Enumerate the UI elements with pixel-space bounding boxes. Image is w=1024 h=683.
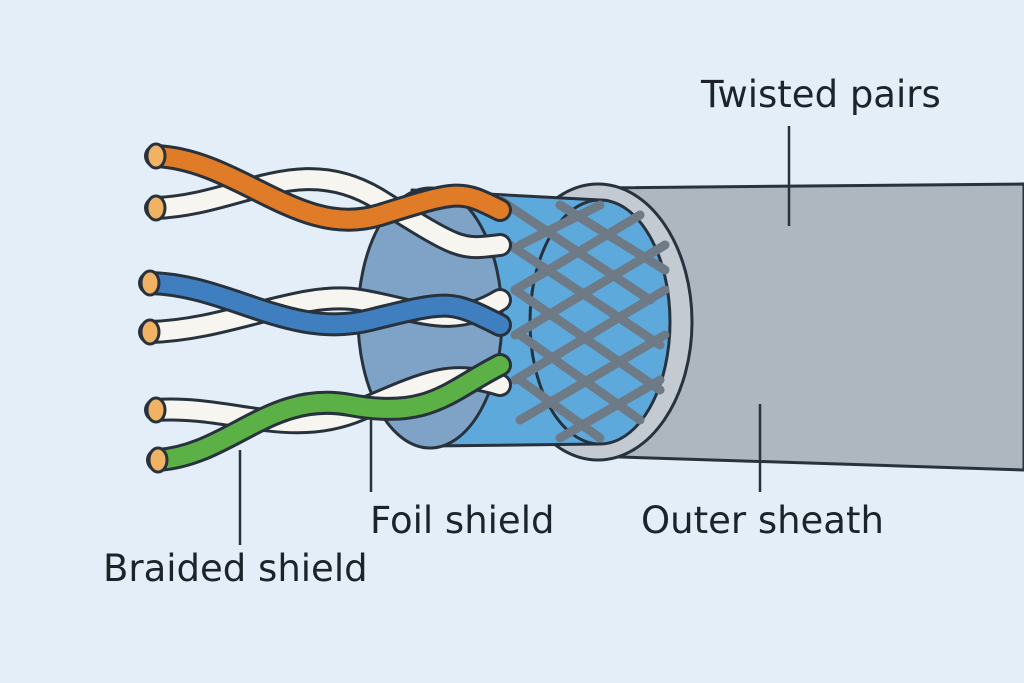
outer-sheath-label: Outer sheath xyxy=(641,499,884,542)
copper-wire-ends xyxy=(139,142,169,474)
braided-shield xyxy=(495,195,670,443)
leader-lines xyxy=(238,126,791,545)
braided-shield-label: Braided shield xyxy=(103,547,368,590)
twisted-pairs-label: Twisted pairs xyxy=(701,73,941,116)
twisted-pairs xyxy=(138,142,512,474)
blue-pair xyxy=(138,271,512,344)
orange-pair xyxy=(144,144,512,260)
green-pair xyxy=(144,353,512,472)
foil-shield-label: Foil shield xyxy=(370,499,555,542)
